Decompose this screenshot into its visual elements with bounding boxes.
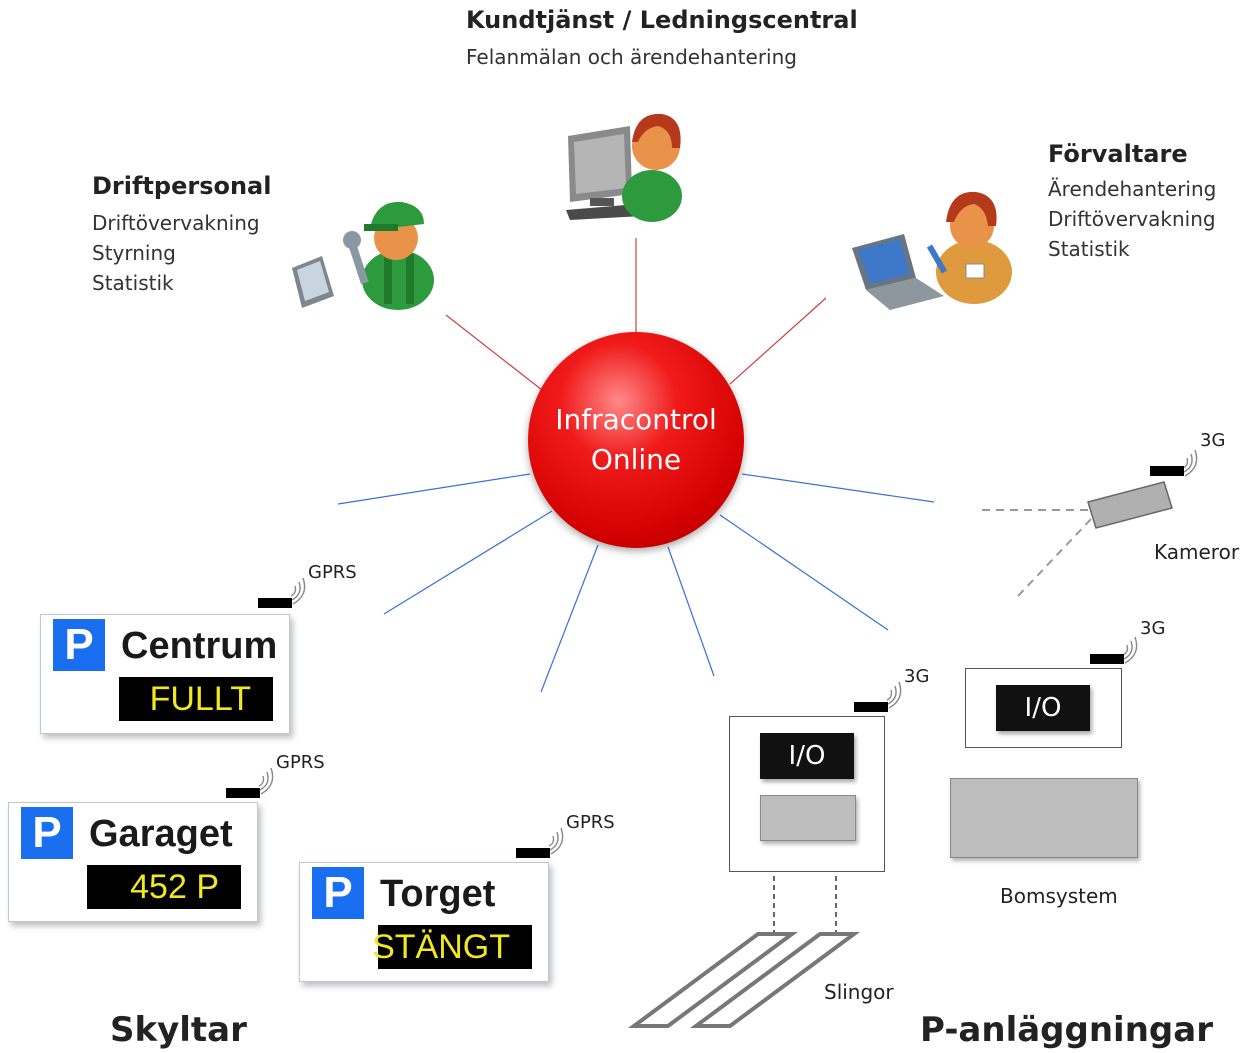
bomsystem-label: Bomsystem <box>1000 884 1118 908</box>
forvaltare-line: Statistik <box>1048 237 1130 261</box>
driftpersonal-line: Driftövervakning <box>92 211 260 235</box>
kundtjanst-title: Kundtjänst / Ledningscentral <box>466 6 858 34</box>
bomsystem-link-label: 3G <box>1140 618 1166 639</box>
link-kameror <box>741 473 935 503</box>
gprs-antenna <box>258 598 292 608</box>
parking-p-icon: P <box>312 867 364 919</box>
gprs-antenna <box>516 848 550 858</box>
loop-detector-cabinet[interactable]: I/O <box>729 716 885 872</box>
link-driftpersonal <box>445 314 543 391</box>
signal-waves <box>258 449 1198 855</box>
camera-icon[interactable] <box>1084 478 1176 534</box>
link-torget <box>667 546 715 677</box>
io-module: I/O <box>996 685 1090 731</box>
sign-display: STÄNGT <box>372 925 532 969</box>
section-p-anlaggningar: P-anläggningar <box>920 1010 1213 1050</box>
sign-name: Garaget <box>89 813 233 855</box>
loop-detector-unit <box>760 795 856 841</box>
link-garaget <box>540 544 599 693</box>
sign-display: FULLT <box>119 677 273 721</box>
parking-p-icon: P <box>21 807 73 859</box>
link-slingor <box>719 514 889 631</box>
kameror-label: Kameror <box>1154 540 1240 564</box>
manager-laptop-icon <box>852 191 1012 310</box>
driftpersonal-title: Driftpersonal <box>92 172 272 200</box>
garaget-link-label: GPRS <box>276 752 325 773</box>
3g-antenna <box>1150 466 1184 476</box>
sign-display: 452 P <box>87 865 241 909</box>
sign-torget[interactable]: P Torget STÄNGT <box>299 862 549 982</box>
slingor-link-label: 3G <box>904 666 930 687</box>
forvaltare-line: Ärendehantering <box>1048 177 1217 201</box>
driftpersonal-line: Styrning <box>92 241 176 265</box>
sign-garaget[interactable]: P Garaget 452 P <box>8 802 258 922</box>
barrier-system-unit[interactable] <box>950 778 1138 858</box>
link-west <box>337 473 531 505</box>
io-module: I/O <box>760 733 854 779</box>
technician-tools-icon <box>292 201 434 310</box>
section-skyltar: Skyltar <box>110 1010 247 1050</box>
barrier-io-cabinet[interactable]: I/O <box>965 668 1122 748</box>
camera-view-line <box>1017 517 1093 597</box>
kundtjanst-line: Felanmälan och ärendehantering <box>466 45 797 69</box>
sign-name: Centrum <box>121 625 278 667</box>
link-forvaltare <box>729 297 827 385</box>
hub-label-line1: Infracontrol <box>555 403 717 436</box>
3g-antenna <box>1090 654 1124 664</box>
sign-centrum[interactable]: P Centrum FULLT <box>40 614 290 734</box>
kameror-link-label: 3G <box>1200 430 1226 451</box>
forvaltare-line: Driftövervakning <box>1048 207 1216 231</box>
driftpersonal-line: Statistik <box>92 271 174 295</box>
slingor-label: Slingor <box>824 980 894 1004</box>
3g-antenna <box>854 702 888 712</box>
torget-link-label: GPRS <box>566 812 615 833</box>
forvaltare-title: Förvaltare <box>1048 140 1188 168</box>
operator-computer-icon <box>566 113 682 222</box>
centrum-link-label: GPRS <box>308 562 357 583</box>
induction-loop <box>689 932 861 1028</box>
parking-p-icon: P <box>53 619 105 671</box>
induction-loop <box>627 932 799 1028</box>
hub-label-line2: Online <box>590 443 682 476</box>
infracontrol-online-hub[interactable]: Infracontrol Online <box>528 332 744 548</box>
link-centrum <box>383 510 553 615</box>
sign-name: Torget <box>380 873 496 915</box>
gprs-antenna <box>226 788 260 798</box>
